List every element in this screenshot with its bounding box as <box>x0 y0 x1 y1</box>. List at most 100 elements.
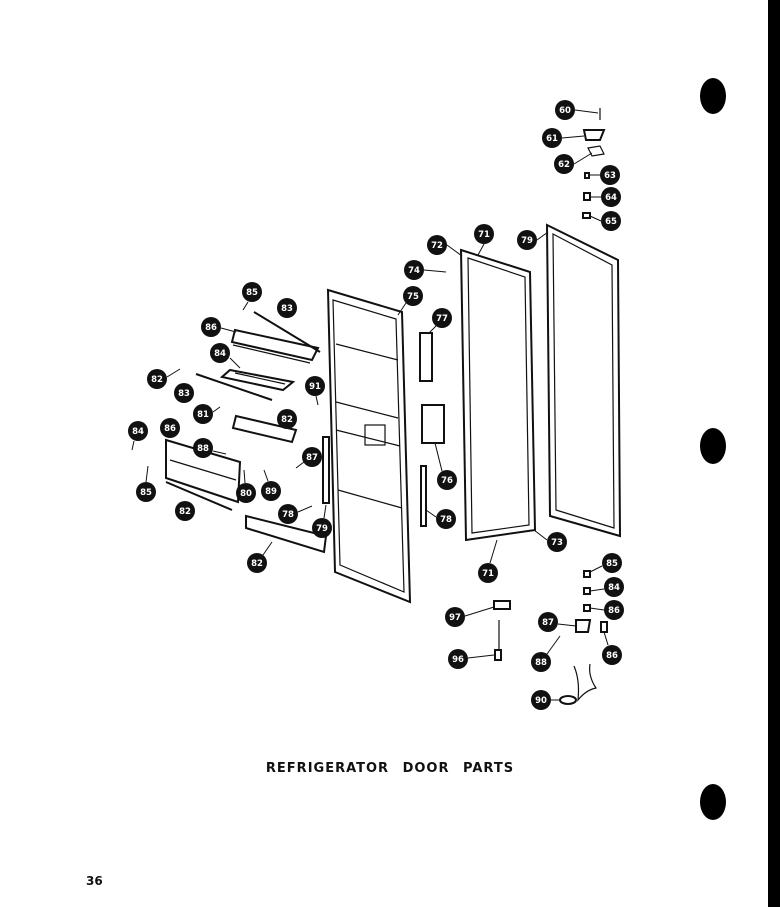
svg-text:74: 74 <box>408 266 420 276</box>
callout-86-left: 86 <box>160 418 180 438</box>
callout-63: 63 <box>590 165 620 185</box>
callout-71-bottom: 71 <box>478 539 498 583</box>
svg-text:82: 82 <box>281 415 293 425</box>
svg-text:86: 86 <box>205 323 217 333</box>
callout-70: 79 <box>517 230 549 250</box>
svg-text:61: 61 <box>546 134 558 144</box>
callout-77: 77 <box>427 308 452 335</box>
callout-82-top: 82 <box>147 368 181 389</box>
svg-text:85: 85 <box>246 288 258 298</box>
svg-text:71: 71 <box>478 230 490 240</box>
callout-64: 64 <box>590 187 621 207</box>
callout-89: 89 <box>261 469 281 501</box>
svg-text:88: 88 <box>535 658 547 668</box>
callout-80-left: 80 <box>236 469 256 503</box>
svg-text:87: 87 <box>306 453 318 463</box>
scan-edge <box>768 0 780 907</box>
svg-text:97: 97 <box>449 613 461 623</box>
callout-85-right: 85 <box>589 553 622 573</box>
svg-text:91: 91 <box>309 382 321 392</box>
svg-text:89: 89 <box>265 487 277 497</box>
svg-text:71: 71 <box>482 569 494 579</box>
svg-text:87: 87 <box>542 618 554 628</box>
callout-97: 97 <box>445 606 495 627</box>
callout-82-bottom: 82 <box>247 541 273 573</box>
callout-81-left: 81 <box>193 404 221 424</box>
svg-text:83: 83 <box>178 389 190 399</box>
callout-85-left: 85 <box>136 465 156 502</box>
callout-86-right-b: 86 <box>602 631 622 665</box>
small-panel-76 <box>421 404 445 444</box>
shelf-grille <box>219 368 296 392</box>
callout-84-left: 84 <box>128 421 148 451</box>
callout-73: 73 <box>533 529 567 552</box>
callout-72: 72 <box>427 235 463 257</box>
callout-78-right: 78 <box>425 509 456 529</box>
vertical-strip-right <box>420 465 427 527</box>
vertical-strip-left <box>322 436 330 504</box>
callout-79: 79 <box>312 504 332 538</box>
svg-text:85: 85 <box>140 488 152 498</box>
svg-text:65: 65 <box>605 217 617 227</box>
binder-hole-top <box>700 78 726 114</box>
callout-90-right: 90 <box>531 690 560 710</box>
svg-text:79: 79 <box>521 236 533 246</box>
top-hinge-hardware <box>582 108 606 219</box>
callout-82-mid: 82 <box>277 409 297 429</box>
callout-84-right: 84 <box>589 577 624 597</box>
diagram-title: REFRIGERATOR DOOR PARTS <box>265 761 515 776</box>
svg-text:77: 77 <box>436 314 448 324</box>
svg-text:82: 82 <box>179 507 191 517</box>
callout-83-top: 83 <box>277 298 297 318</box>
callout-85-top: 85 <box>242 282 262 311</box>
svg-text:85: 85 <box>606 559 618 569</box>
callout-83-mid: 83 <box>174 383 194 403</box>
callout-84-top: 84 <box>210 343 241 369</box>
svg-text:78: 78 <box>282 510 294 520</box>
lower-shelf <box>165 438 242 504</box>
callout-76: 76 <box>434 442 457 490</box>
callout-62: 62 <box>554 152 593 174</box>
middle-shelf <box>231 414 298 444</box>
svg-text:76: 76 <box>441 476 453 486</box>
door-panel <box>459 248 537 542</box>
callout-88-left: 88 <box>193 438 227 458</box>
door-gasket <box>545 223 622 538</box>
svg-text:86: 86 <box>606 651 618 661</box>
binder-hole-middle <box>700 428 726 464</box>
bottom-shelf <box>245 514 328 554</box>
callout-83-bottom: 82 <box>175 501 195 521</box>
svg-text:82: 82 <box>151 375 163 385</box>
svg-text:86: 86 <box>608 606 620 616</box>
svg-text:78: 78 <box>440 515 452 525</box>
small-panel-77 <box>419 332 433 382</box>
svg-text:82: 82 <box>251 559 263 569</box>
binder-hole-bottom <box>700 784 726 820</box>
inner-door-liner <box>326 288 412 604</box>
upper-shelf <box>230 328 320 364</box>
svg-text:64: 64 <box>605 193 617 203</box>
svg-text:75: 75 <box>407 292 419 302</box>
svg-text:80: 80 <box>240 489 252 499</box>
callout-86-right-a: 86 <box>589 600 624 620</box>
callout-91: 91 <box>305 376 325 406</box>
shelf-bar <box>195 373 273 401</box>
svg-text:88: 88 <box>197 444 209 454</box>
svg-text:81: 81 <box>197 410 209 420</box>
callout-61: 61 <box>542 128 585 148</box>
svg-text:84: 84 <box>608 583 620 593</box>
svg-text:84: 84 <box>214 349 226 359</box>
callout-markers: 60 61 62 63 64 65 71 72 73 74 75 76 77 7… <box>128 100 624 710</box>
callout-96: 96 <box>448 649 495 669</box>
callout-71-top: 71 <box>474 224 494 256</box>
svg-text:84: 84 <box>132 427 144 437</box>
callout-65: 65 <box>589 211 621 231</box>
svg-text:86: 86 <box>164 424 176 434</box>
svg-text:72: 72 <box>431 241 443 251</box>
callout-87-right: 87 <box>538 612 577 632</box>
svg-text:73: 73 <box>551 538 563 548</box>
page-number: 36 <box>86 874 103 888</box>
svg-text:62: 62 <box>558 160 570 170</box>
callout-88-right: 88 <box>531 635 561 672</box>
